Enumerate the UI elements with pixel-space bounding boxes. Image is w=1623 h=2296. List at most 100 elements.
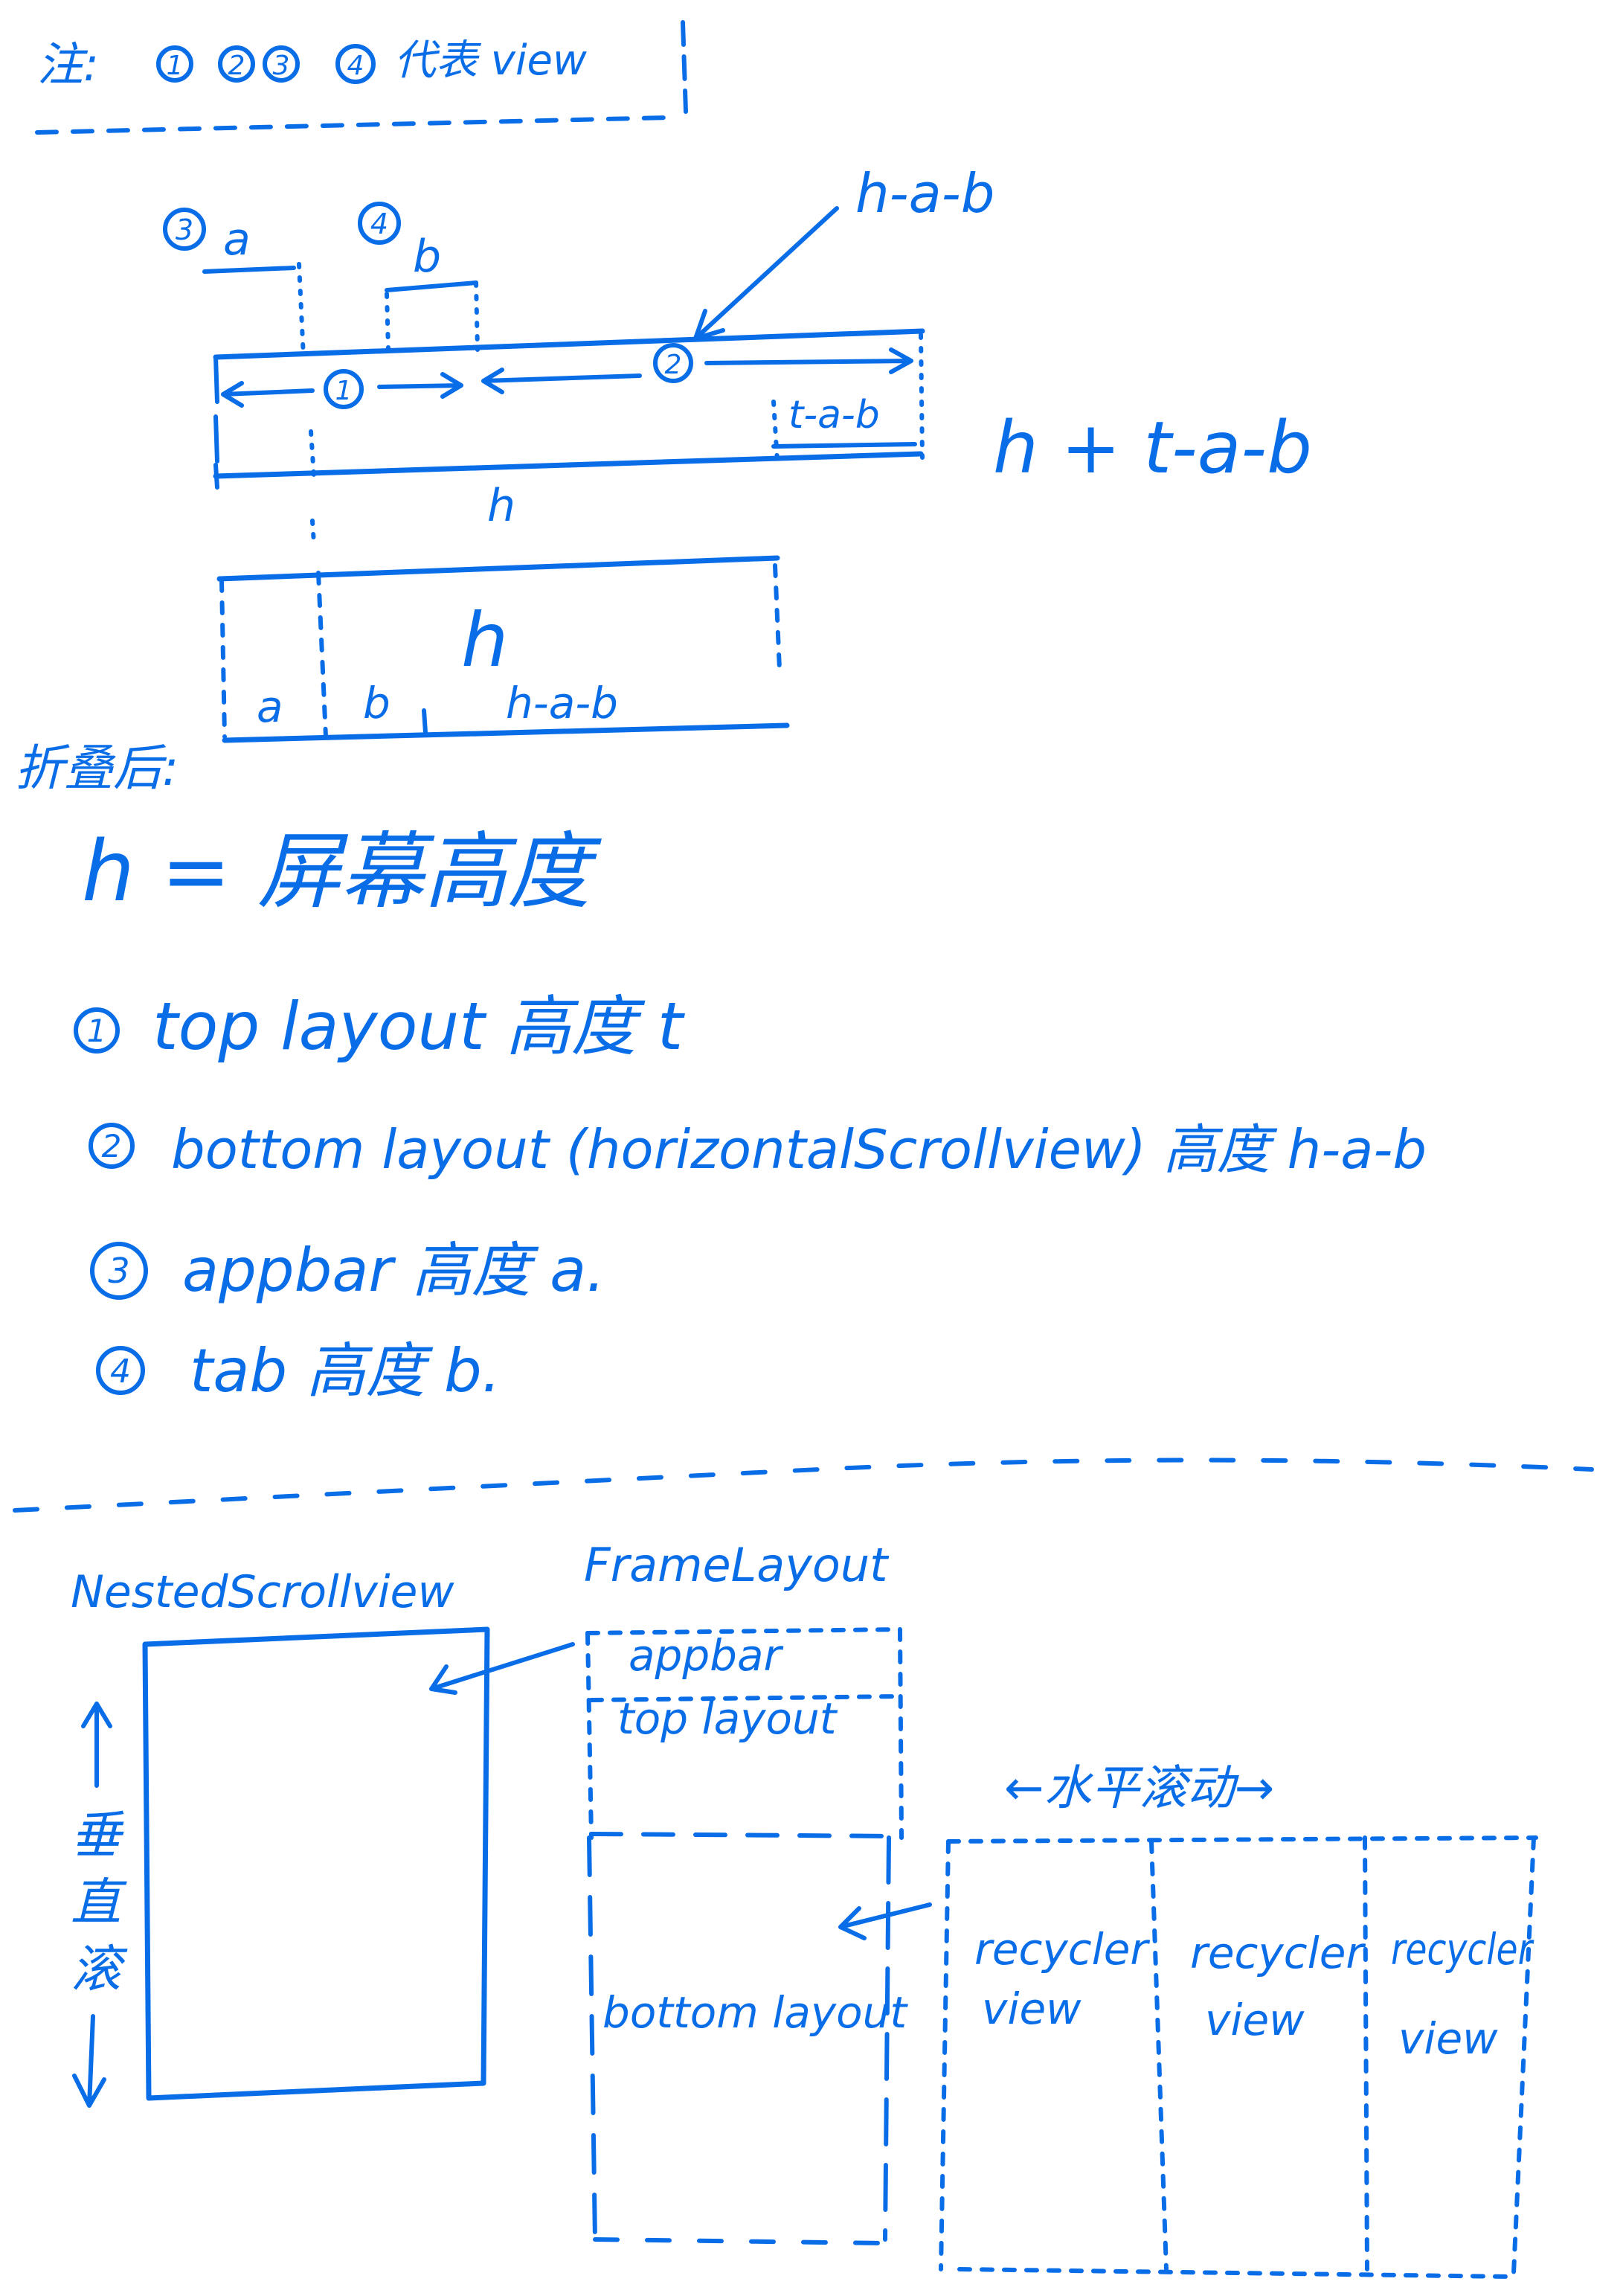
svg-text:appbar 高度 a.: appbar 高度 a. bbox=[182, 1236, 605, 1305]
definition-item-1: 1 top layout 高度 t bbox=[74, 988, 686, 1065]
svg-text:2: 2 bbox=[102, 1128, 122, 1164]
note-marker-4: 4 bbox=[335, 44, 376, 84]
main-bar-left bbox=[213, 355, 219, 464]
h-dimension-line bbox=[213, 451, 924, 479]
view2-marker: 2 bbox=[665, 350, 682, 380]
b-guide-right bbox=[474, 280, 480, 352]
svg-text:recycler: recycler bbox=[1391, 1924, 1534, 1975]
a-guide bbox=[297, 262, 306, 359]
tab-segment-label: t-a-b bbox=[788, 393, 880, 437]
svg-text:recycler: recycler bbox=[1190, 1928, 1366, 1978]
recycler-bottom bbox=[957, 2267, 1512, 2279]
top-diagram: 3 a 4 b h-a-b 1 2 t-a-b h + t-a bbox=[163, 162, 1312, 545]
note-right-border bbox=[681, 20, 688, 114]
collapsed-seg-rest: h-a-b bbox=[506, 678, 618, 728]
layout-diagram: NestedScrollview 垂 直 滚 FrameLayout appba… bbox=[71, 1538, 1538, 2279]
main-bar-right bbox=[919, 333, 925, 460]
note-prefix: 注: bbox=[37, 37, 99, 92]
bottom-left bbox=[587, 1835, 597, 2242]
collapsed-caption: 折叠后: bbox=[15, 740, 179, 797]
toplayout-divider bbox=[589, 1832, 902, 1838]
note-header: 注: 1 2 3 4 代表 view bbox=[35, 20, 688, 135]
definitions: h = 屏幕高度 1 top layout 高度 t 2 bottom layo… bbox=[74, 824, 1427, 1405]
vertical-label-1: 垂 bbox=[71, 1806, 124, 1865]
callout-arrow bbox=[693, 206, 839, 341]
toplayout-label: top layout bbox=[617, 1693, 838, 1744]
nested-scroll-label: NestedScrollview bbox=[71, 1566, 454, 1618]
collapsed-bottom bbox=[222, 722, 790, 743]
vertical-label-3: 滚 bbox=[71, 1940, 128, 1999]
recycler-right bbox=[1511, 1835, 1536, 2275]
arrow-label: h-a-b bbox=[855, 162, 994, 225]
appbar-label: appbar bbox=[629, 1630, 784, 1681]
svg-text:1: 1 bbox=[167, 51, 184, 81]
label-a: a bbox=[223, 214, 251, 266]
collapsed-divider-a bbox=[316, 571, 328, 739]
marker-4: 4 bbox=[370, 208, 388, 240]
tab-guide bbox=[771, 400, 780, 464]
note-bottom-border bbox=[35, 115, 672, 135]
definition-item-2: 2 bottom layout (horizontalScrollview) 高… bbox=[89, 1118, 1427, 1181]
main-bar-top bbox=[213, 328, 925, 360]
recycler-divider-2 bbox=[1363, 1835, 1369, 2271]
collapsed-left bbox=[219, 578, 227, 739]
frame-outer-left bbox=[585, 1631, 594, 1840]
svg-text:view: view bbox=[982, 1984, 1082, 2034]
b-guide-left bbox=[385, 292, 391, 352]
view1-circle bbox=[324, 369, 364, 409]
a-dimension-line bbox=[202, 266, 296, 274]
h-equation: h = 屏幕高度 bbox=[82, 824, 602, 920]
collapsed-divider-b bbox=[422, 708, 428, 735]
collapsed-seg-b: b bbox=[363, 678, 391, 728]
svg-text:top layout 高度 t: top layout 高度 t bbox=[152, 988, 686, 1065]
collapsed-h: h bbox=[461, 597, 508, 684]
h-label: h bbox=[487, 480, 515, 532]
view2-circle bbox=[653, 343, 693, 383]
label-b: b bbox=[413, 231, 441, 283]
marker-3: 3 bbox=[176, 214, 193, 246]
svg-text:1: 1 bbox=[87, 1013, 107, 1049]
recycler-view-1: recycler view bbox=[974, 1924, 1150, 2034]
h-divider-guide bbox=[309, 429, 316, 545]
recycler-left bbox=[939, 1839, 951, 2271]
bottomlayout-label: bottom layout bbox=[602, 1987, 908, 2038]
total-right-label: h + t-a-b bbox=[993, 406, 1312, 490]
appbar-divider bbox=[589, 1694, 902, 1702]
scroll-down-arrow bbox=[72, 2014, 106, 2108]
definition-item-4: 4 tab 高度 b. bbox=[96, 1336, 501, 1405]
bottom-bottom bbox=[593, 2237, 887, 2245]
note-suffix: 代表 view bbox=[394, 36, 587, 85]
collapsed-top bbox=[216, 555, 780, 582]
svg-text:2: 2 bbox=[228, 51, 245, 81]
svg-text:recycler: recycler bbox=[974, 1924, 1150, 1975]
recycler-view-2: recycler view bbox=[1190, 1928, 1366, 2045]
scroll-up-arrow bbox=[81, 1702, 112, 1788]
note-marker-2: 2 bbox=[218, 45, 255, 83]
section-separator bbox=[13, 1458, 1594, 1513]
svg-text:tab 高度 b.: tab 高度 b. bbox=[190, 1336, 501, 1405]
frame-outer-top bbox=[585, 1627, 904, 1840]
nested-scroll-box bbox=[142, 1626, 490, 2101]
horizontal-scroll-label: ←水平滚动→ bbox=[1004, 1761, 1274, 1816]
vertical-label-2: 直 bbox=[71, 1873, 127, 1932]
svg-text:bottom layout (horizontalScrol: bottom layout (horizontalScrollview) 高度 … bbox=[171, 1118, 1427, 1181]
svg-text:3: 3 bbox=[108, 1251, 129, 1291]
note-marker-3: 3 bbox=[263, 45, 300, 83]
recycler-view-3: recycler view bbox=[1391, 1924, 1534, 2064]
view1-marker: 1 bbox=[335, 376, 353, 406]
frame-layout-label: FrameLayout bbox=[584, 1538, 890, 1592]
collapsed-seg-a: a bbox=[257, 682, 283, 732]
svg-text:4: 4 bbox=[110, 1353, 131, 1391]
svg-text:view: view bbox=[1398, 2013, 1498, 2064]
b-dimension-line bbox=[385, 280, 478, 292]
bottom-right bbox=[883, 1835, 891, 2242]
frame-to-nested-arrow bbox=[429, 1642, 575, 1695]
note-marker-1: 1 bbox=[156, 45, 193, 83]
svg-text:4: 4 bbox=[347, 51, 364, 81]
svg-text:view: view bbox=[1205, 1995, 1305, 2045]
svg-text:3: 3 bbox=[273, 51, 290, 81]
collapsed-diagram: h a b h-a-b 折叠后: bbox=[15, 555, 790, 797]
recycler-top bbox=[946, 1835, 1538, 1844]
collapsed-right bbox=[773, 563, 782, 672]
